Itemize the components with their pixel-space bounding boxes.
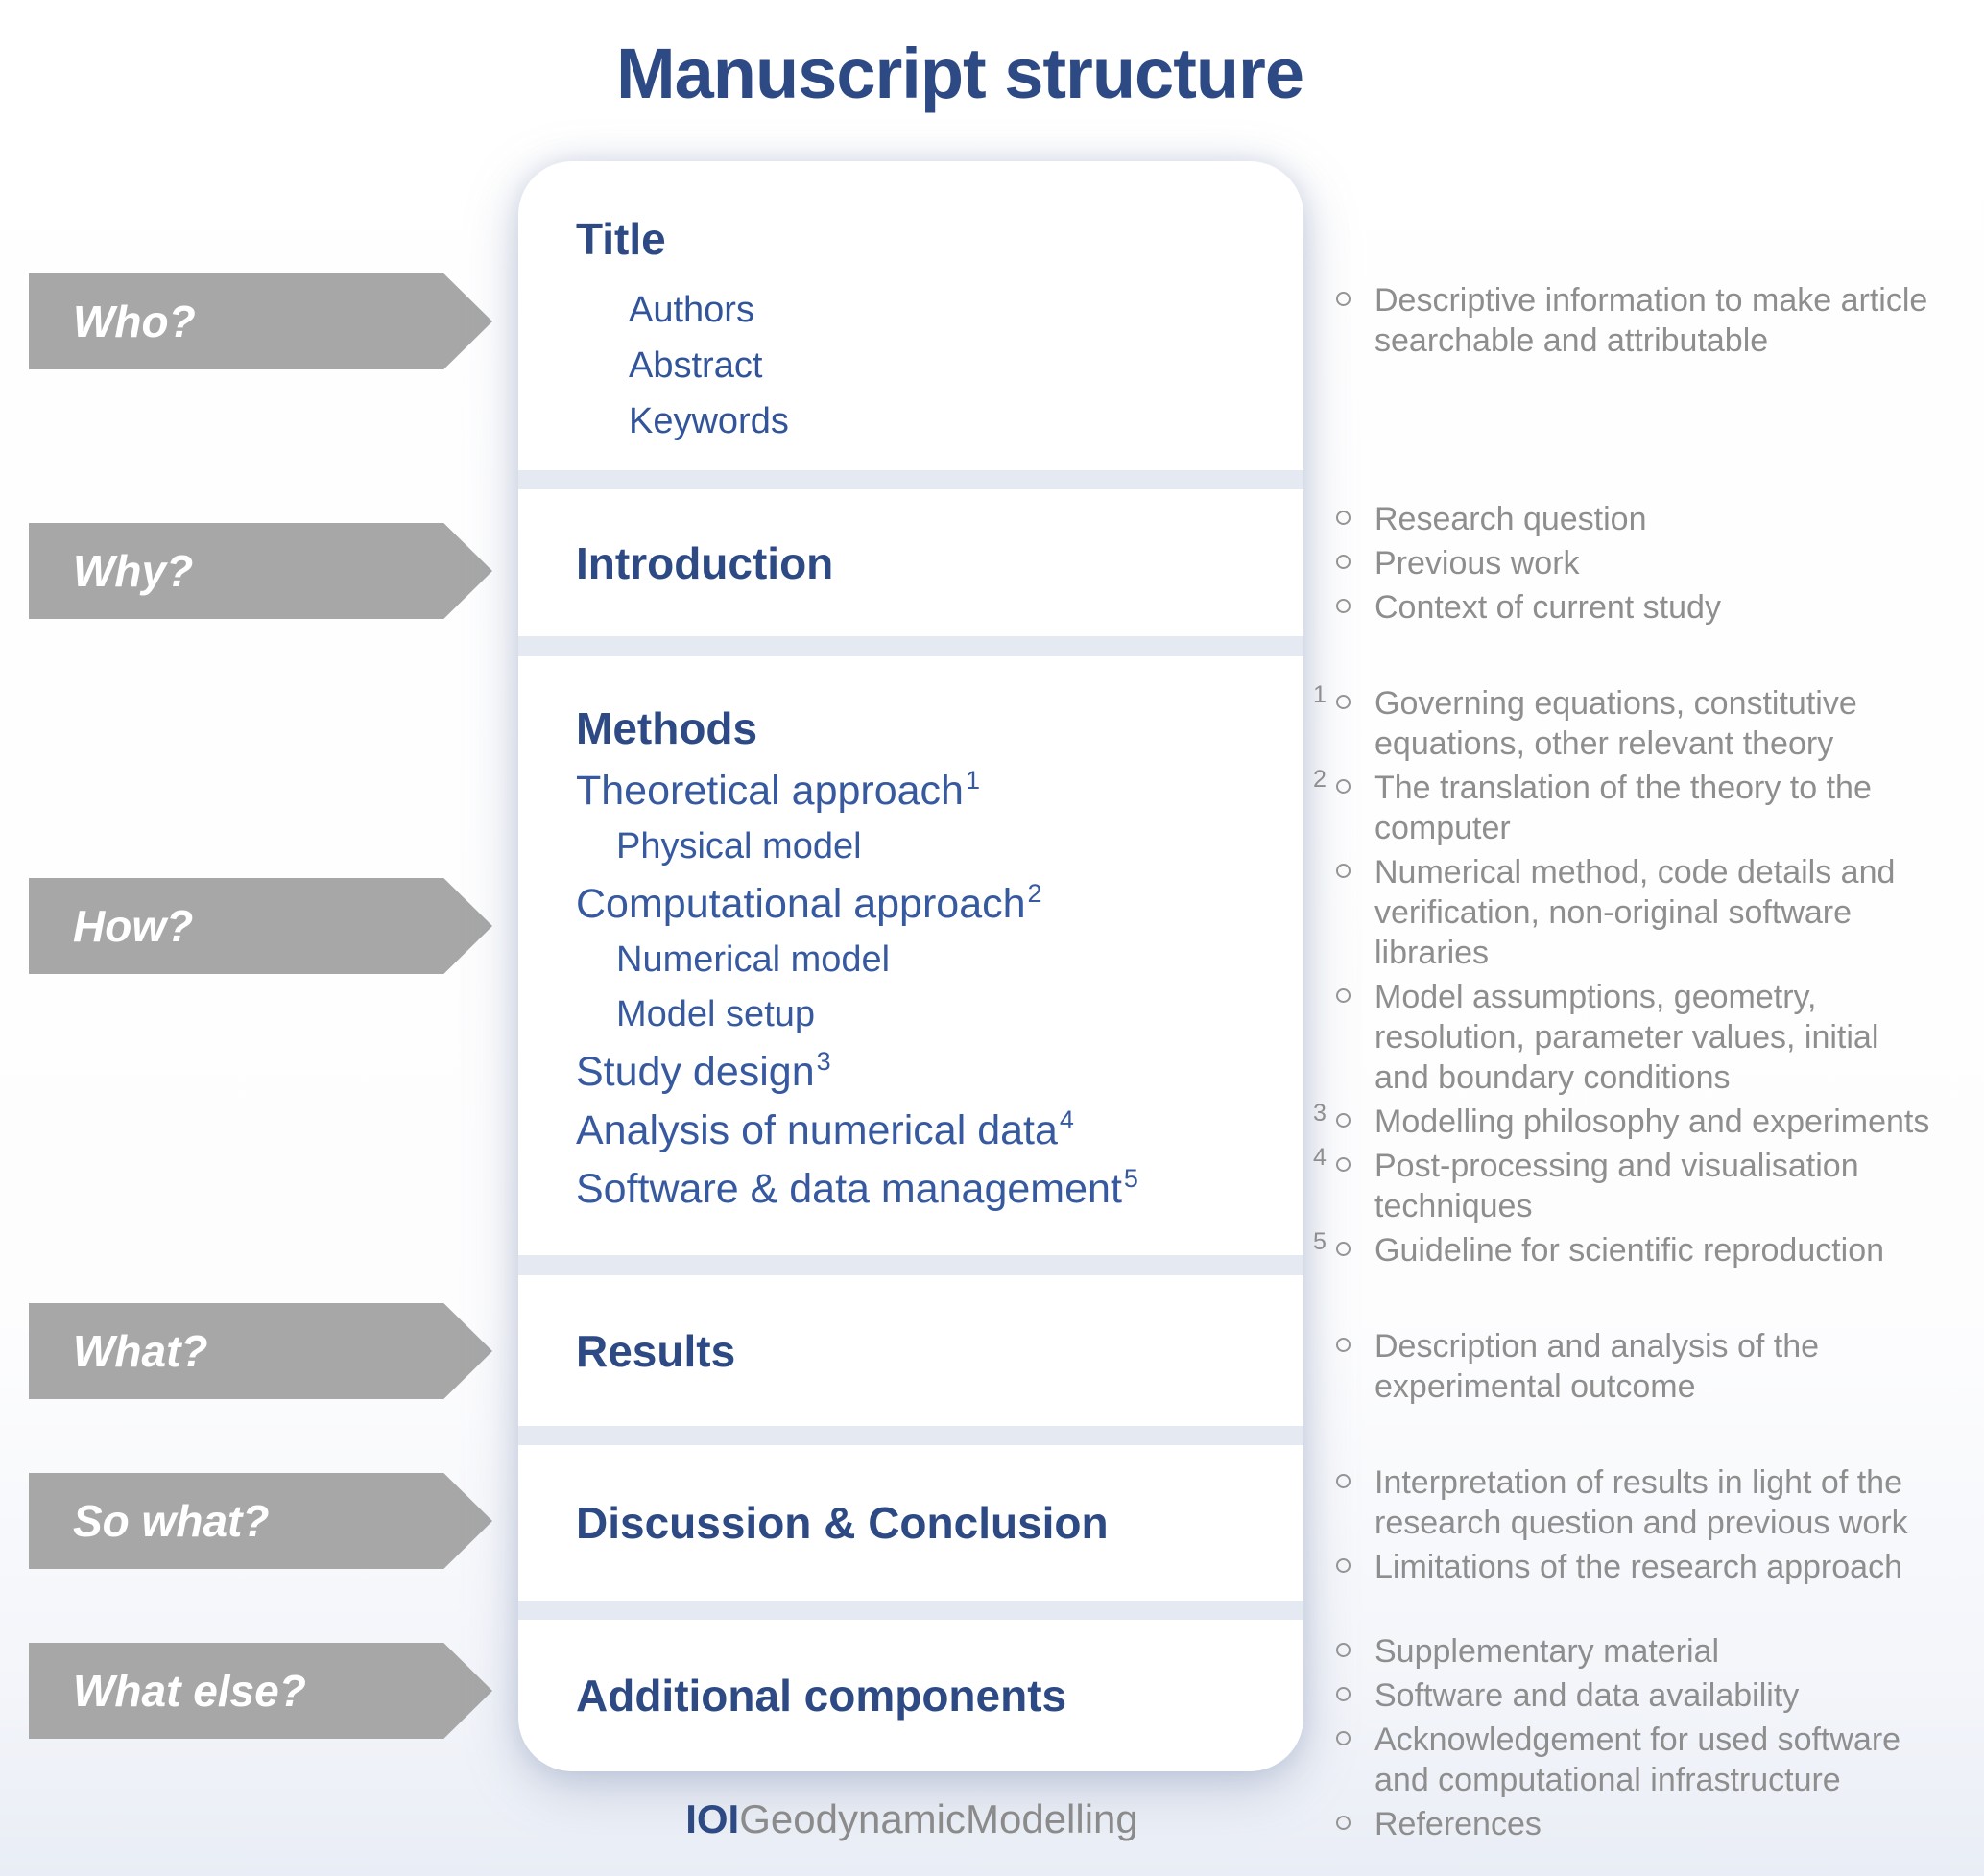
circle-bullet-icon: [1336, 977, 1374, 1098]
footnote-marker: 4: [1059, 1105, 1074, 1134]
methods-line-numerical-model: Numerical model: [616, 939, 891, 980]
note-item: Numerical method, code details and verif…: [1336, 852, 1941, 973]
methods-line-theoretical-approach: Theoretical approach1: [576, 766, 980, 814]
card-methods: Methods Theoretical approach1 Physical m…: [518, 656, 1303, 1255]
circle-bullet-icon: [1336, 1102, 1374, 1142]
footnote-marker: 5: [1313, 1228, 1327, 1255]
arrow-so-what: So what?: [29, 1473, 492, 1569]
methods-line-software-data: Software & data management5: [576, 1164, 1138, 1212]
footnote-marker: 4: [1313, 1144, 1327, 1171]
title-section-header: Title: [576, 214, 666, 264]
circle-bullet-icon: [1336, 768, 1374, 848]
note-item: Software and data availability: [1336, 1675, 1941, 1716]
note-item: Supplementary material: [1336, 1631, 1941, 1672]
arrow-why-label: Why?: [73, 546, 194, 596]
note-item: 4 Post-processing and visualisation tech…: [1313, 1144, 1941, 1226]
circle-bullet-icon: [1336, 683, 1374, 764]
circle-bullet-icon: [1336, 543, 1374, 583]
footnote-marker: 2: [1027, 879, 1042, 908]
footnote-marker: 3: [1313, 1100, 1327, 1127]
footnote-marker: 5: [1123, 1164, 1138, 1193]
note-item: References: [1336, 1804, 1941, 1844]
arrow-who: Who?: [29, 273, 492, 369]
title-item-authors: Authors: [629, 290, 754, 330]
circle-bullet-icon: [1336, 1720, 1374, 1800]
note-item: 3 Modelling philosophy and experiments: [1313, 1100, 1941, 1142]
notes-results: Description and analysis of the experime…: [1336, 1326, 1941, 1411]
note-item: Context of current study: [1336, 587, 1941, 628]
note-item: Description and analysis of the experime…: [1336, 1326, 1941, 1407]
methods-line-physical-model: Physical model: [616, 826, 862, 867]
notes-introduction: Research question Previous work Context …: [1336, 499, 1941, 631]
discussion-conclusion-header: Discussion & Conclusion: [576, 1498, 1109, 1548]
methods-lines: Theoretical approach1 Physical model Com…: [576, 766, 1303, 1224]
note-item: Descriptive information to make article …: [1336, 280, 1941, 361]
arrow-what-else-label: What else?: [73, 1666, 306, 1716]
notes-methods: 1 Governing equations, constitutive equa…: [1313, 681, 1941, 1274]
arrow-what: What?: [29, 1303, 492, 1399]
footer-logo: IOIGeodynamicModelling: [518, 1796, 1305, 1842]
title-item-abstract: Abstract: [629, 345, 763, 386]
methods-line-model-setup: Model setup: [616, 994, 816, 1034]
card-discussion-conclusion: Discussion & Conclusion: [518, 1445, 1303, 1601]
note-item: Research question: [1336, 499, 1941, 539]
note-item: Acknowledgement for used software and co…: [1336, 1720, 1941, 1800]
notes-title-section: Descriptive information to make article …: [1336, 280, 1941, 365]
logo-ioi: IOI: [685, 1796, 740, 1841]
card-additional-components: Additional components: [518, 1620, 1303, 1771]
circle-bullet-icon: [1336, 1804, 1374, 1844]
introduction-header: Introduction: [576, 537, 834, 588]
note-item: Limitations of the research approach: [1336, 1547, 1941, 1587]
footnote-marker: 3: [816, 1047, 831, 1076]
results-header: Results: [576, 1325, 736, 1376]
circle-bullet-icon: [1336, 1631, 1374, 1672]
arrow-so-what-label: So what?: [73, 1496, 270, 1546]
methods-line-computational-approach: Computational approach2: [576, 879, 1042, 927]
arrow-why: Why?: [29, 523, 492, 619]
footnote-marker: 2: [1313, 766, 1327, 793]
additional-components-header: Additional components: [576, 1671, 1067, 1721]
card-title-section: Title Authors Abstract Keywords: [518, 161, 1303, 470]
arrow-how: How?: [29, 878, 492, 974]
arrow-who-label: Who?: [73, 297, 196, 346]
card-results: Results: [518, 1275, 1303, 1426]
notes-additional-components: Supplementary material Software and data…: [1336, 1631, 1941, 1848]
page-title: Manuscript structure: [615, 34, 1304, 113]
title-section-items: Authors Abstract Keywords: [576, 282, 1303, 449]
note-item: Previous work: [1336, 543, 1941, 583]
note-item: Model assumptions, geometry, resolution,…: [1336, 977, 1941, 1098]
notes-discussion: Interpretation of results in light of th…: [1336, 1462, 1941, 1591]
arrow-what-else: What else?: [29, 1643, 492, 1739]
circle-bullet-icon: [1336, 499, 1374, 539]
circle-bullet-icon: [1336, 1146, 1374, 1226]
note-item: 2 The translation of the theory to the c…: [1313, 766, 1941, 848]
card-introduction: Introduction: [518, 489, 1303, 636]
circle-bullet-icon: [1336, 587, 1374, 628]
circle-bullet-icon: [1336, 1462, 1374, 1543]
footnote-marker: 1: [965, 766, 980, 795]
circle-bullet-icon: [1336, 1675, 1374, 1716]
circle-bullet-icon: [1336, 280, 1374, 361]
methods-line-study-design: Study design3: [576, 1047, 831, 1095]
arrow-what-label: What?: [73, 1326, 208, 1376]
circle-bullet-icon: [1336, 1547, 1374, 1587]
note-item: Interpretation of results in light of th…: [1336, 1462, 1941, 1543]
manuscript-structure-column: Title Authors Abstract Keywords Introduc…: [518, 161, 1303, 1771]
title-item-keywords: Keywords: [629, 401, 789, 441]
methods-header: Methods: [576, 703, 758, 753]
footnote-marker: 1: [1313, 681, 1327, 708]
logo-geodynamic-modelling: GeodynamicModelling: [739, 1796, 1138, 1841]
note-item: 5 Guideline for scientific reproduction: [1313, 1228, 1941, 1270]
circle-bullet-icon: [1336, 1230, 1374, 1270]
circle-bullet-icon: [1336, 1326, 1374, 1407]
note-item: 1 Governing equations, constitutive equa…: [1313, 681, 1941, 764]
circle-bullet-icon: [1336, 852, 1374, 973]
arrow-how-label: How?: [73, 901, 194, 951]
methods-line-analysis: Analysis of numerical data4: [576, 1105, 1074, 1153]
